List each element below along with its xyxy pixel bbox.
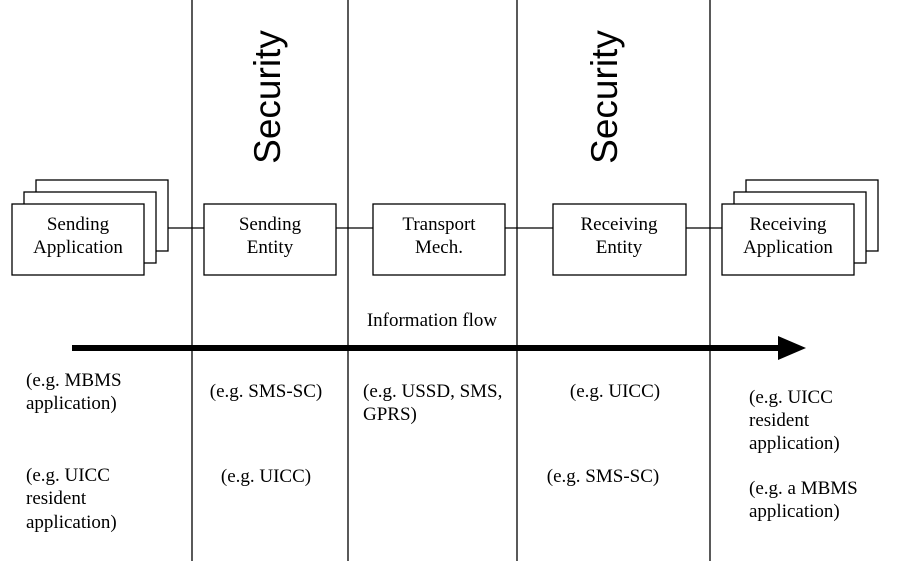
example-text-line: application)	[26, 512, 117, 533]
sending-application-label-line1: Sending	[47, 214, 110, 235]
example-receiving-app-2: (e.g. a MBMS application)	[749, 478, 858, 522]
receiving-application-stack-front	[721, 203, 855, 276]
example-text-line: (e.g. UICC	[749, 387, 833, 408]
example-text-line: application)	[26, 393, 117, 414]
sending-entity-box: Sending Entity	[203, 203, 337, 276]
sending-application-stack-front	[11, 203, 145, 276]
example-sending-app-2: (e.g. UICC resident application)	[26, 465, 117, 533]
sending-application-label-line2: Application	[33, 237, 123, 258]
transport-mech-box: Transport Mech.	[372, 203, 506, 276]
example-text-line: (e.g. USSD, SMS,	[363, 381, 502, 402]
example-sending-app-1: (e.g. MBMS application)	[26, 370, 122, 414]
information-flow-label: Information flow	[367, 310, 498, 331]
example-transport-1: (e.g. USSD, SMS, GPRS)	[363, 381, 502, 425]
security-label-left: Security	[247, 30, 288, 164]
example-receiving-entity-2: (e.g. SMS-SC)	[547, 466, 659, 487]
sending-entity-label-line1: Sending	[239, 214, 302, 235]
information-flow-arrowhead	[778, 336, 806, 360]
sending-entity-rect	[203, 203, 337, 276]
example-sending-entity-2: (e.g. UICC)	[221, 466, 311, 487]
example-text-line: (e.g. a MBMS	[749, 478, 858, 499]
example-text-line: application)	[749, 501, 840, 522]
transport-mech-label-line2: Mech.	[415, 237, 463, 258]
receiving-application-box: Receiving Application	[721, 179, 879, 276]
sending-application-box: Sending Application	[11, 179, 169, 276]
receiving-entity-label-line1: Receiving	[580, 214, 658, 235]
example-text-line: GPRS)	[363, 404, 417, 425]
security-label-right: Security	[584, 30, 625, 164]
example-text-line: (e.g. UICC	[26, 465, 110, 486]
example-text-line: (e.g. MBMS	[26, 370, 122, 391]
transport-mech-label-line1: Transport	[402, 214, 476, 235]
example-receiving-entity-1: (e.g. UICC)	[570, 381, 660, 402]
sending-entity-label-line2: Entity	[247, 237, 294, 258]
receiving-application-label-line1: Receiving	[749, 214, 827, 235]
example-text-line: application)	[749, 433, 840, 454]
example-text-line: resident	[26, 488, 87, 509]
receiving-entity-box: Receiving Entity	[552, 203, 687, 276]
example-sending-entity-1: (e.g. SMS-SC)	[210, 381, 322, 402]
receiving-entity-label-line2: Entity	[596, 237, 643, 258]
example-text-line: resident	[749, 410, 810, 431]
receiving-entity-rect	[552, 203, 687, 276]
example-receiving-app-1: (e.g. UICC resident application)	[749, 387, 840, 454]
receiving-application-label-line2: Application	[743, 237, 833, 258]
transport-mech-rect	[372, 203, 506, 276]
